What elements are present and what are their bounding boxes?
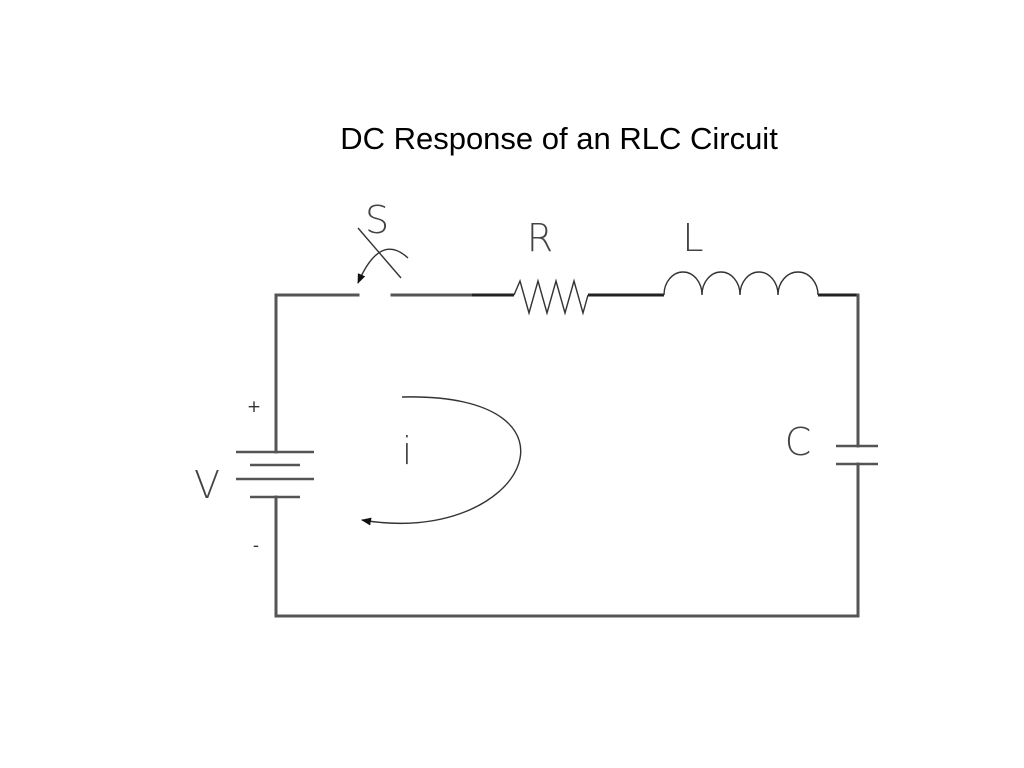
current-direction-arrow [361, 396, 522, 526]
resistor-symbol [513, 278, 589, 316]
switch-symbol [357, 227, 409, 284]
resistor-label: R [527, 216, 553, 260]
circuit-wires [274, 293, 860, 618]
source-label: V [194, 463, 220, 507]
switch-label: S [365, 198, 389, 242]
inductor-label: L [682, 216, 703, 260]
current-label: i [402, 429, 413, 473]
battery-symbol [236, 450, 314, 499]
capacitor-symbol [836, 444, 878, 466]
slide-title: DC Response of an RLC Circuit [340, 121, 778, 156]
positive-terminal-label: + [247, 397, 261, 417]
inductor-symbol [663, 271, 819, 296]
capacitor-label: C [785, 420, 812, 464]
negative-terminal-label: - [253, 536, 259, 556]
